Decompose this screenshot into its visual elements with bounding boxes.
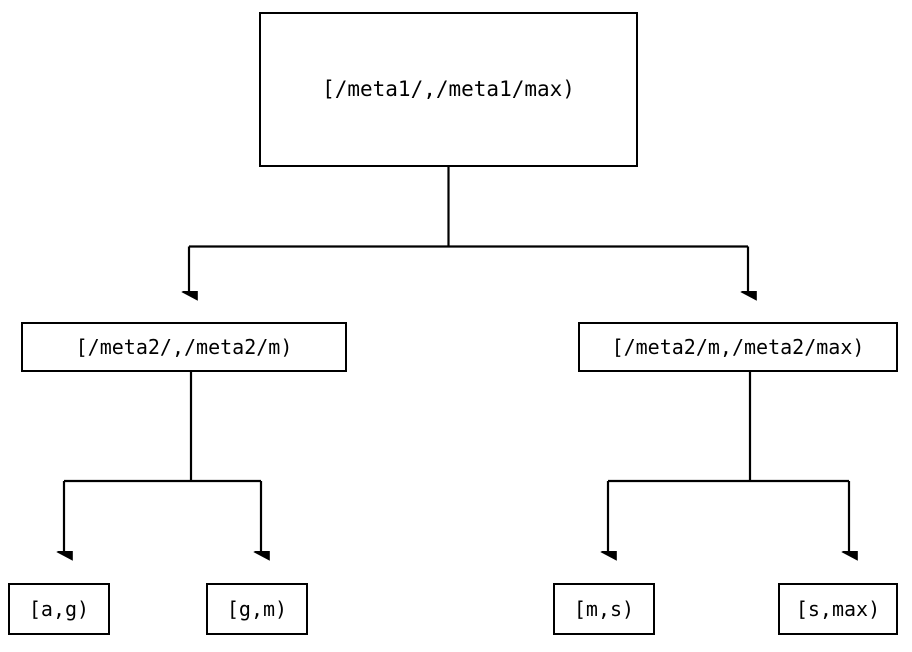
tree-node-level2-right-label: [/meta2/m,/meta2/max): [611, 335, 865, 359]
tree-node-leaf-4[interactable]: [s,max): [778, 583, 898, 635]
tree-node-root[interactable]: [/meta1/,/meta1/max): [259, 12, 638, 167]
tree-node-level2-left-label: [/meta2/,/meta2/m): [75, 335, 293, 359]
tree-node-root-label: [/meta1/,/meta1/max): [322, 77, 575, 101]
tree-node-level2-left[interactable]: [/meta2/,/meta2/m): [21, 322, 347, 372]
tree-node-leaf-2-label: [g,m): [226, 597, 288, 621]
tree-node-leaf-4-label: [s,max): [795, 597, 881, 621]
tree-node-leaf-1[interactable]: [a,g): [8, 583, 110, 635]
tree-node-leaf-3[interactable]: [m,s): [553, 583, 655, 635]
tree-node-leaf-1-label: [a,g): [28, 597, 90, 621]
tree-node-level2-right[interactable]: [/meta2/m,/meta2/max): [578, 322, 898, 372]
tree-node-leaf-2[interactable]: [g,m): [206, 583, 308, 635]
tree-node-leaf-3-label: [m,s): [573, 597, 635, 621]
